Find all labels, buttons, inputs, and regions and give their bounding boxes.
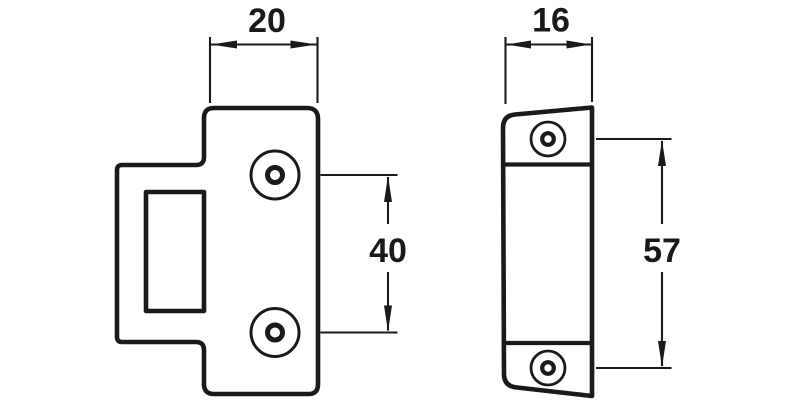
side-bottom-screw-hole-outer — [529, 349, 567, 387]
arrow-left-icon — [506, 40, 531, 49]
arrow-right-icon — [290, 40, 317, 49]
arrow-down-icon — [658, 341, 666, 367]
side-hole-spacing-dimension: 57 — [596, 137, 681, 370]
side-view: 16 57 — [500, 2, 681, 399]
front-hole-spacing-dimension: 40 — [320, 173, 407, 334]
side-depth-dimension: 16 — [504, 2, 594, 104]
side-top-screw-hole-inner — [540, 131, 556, 147]
front-bottom-screw-hole-outer — [249, 307, 301, 358]
front-bottom-screw-hole-inner — [265, 322, 285, 343]
arrow-down-icon — [384, 305, 392, 332]
arrow-up-icon — [384, 176, 392, 202]
arrow-up-icon — [658, 140, 666, 166]
front-view: 20 40 — [114, 2, 407, 397]
front-top-screw-hole-inner — [265, 165, 285, 185]
side-top-screw-hole-outer — [529, 120, 567, 158]
front-top-screw-hole-outer — [249, 149, 301, 201]
arrow-right-icon — [566, 40, 591, 49]
dimension-label-front-width: 20 — [248, 2, 286, 40]
side-bottom-screw-hole-inner — [540, 360, 556, 376]
front-width-dimension: 20 — [208, 2, 319, 103]
dimension-label-front-hole-spacing: 40 — [369, 232, 407, 270]
dimension-label-side-depth: 16 — [532, 2, 570, 40]
dimension-label-side-hole-spacing: 57 — [643, 232, 681, 270]
arrow-left-icon — [211, 40, 237, 49]
side-plate-outline — [500, 105, 595, 399]
